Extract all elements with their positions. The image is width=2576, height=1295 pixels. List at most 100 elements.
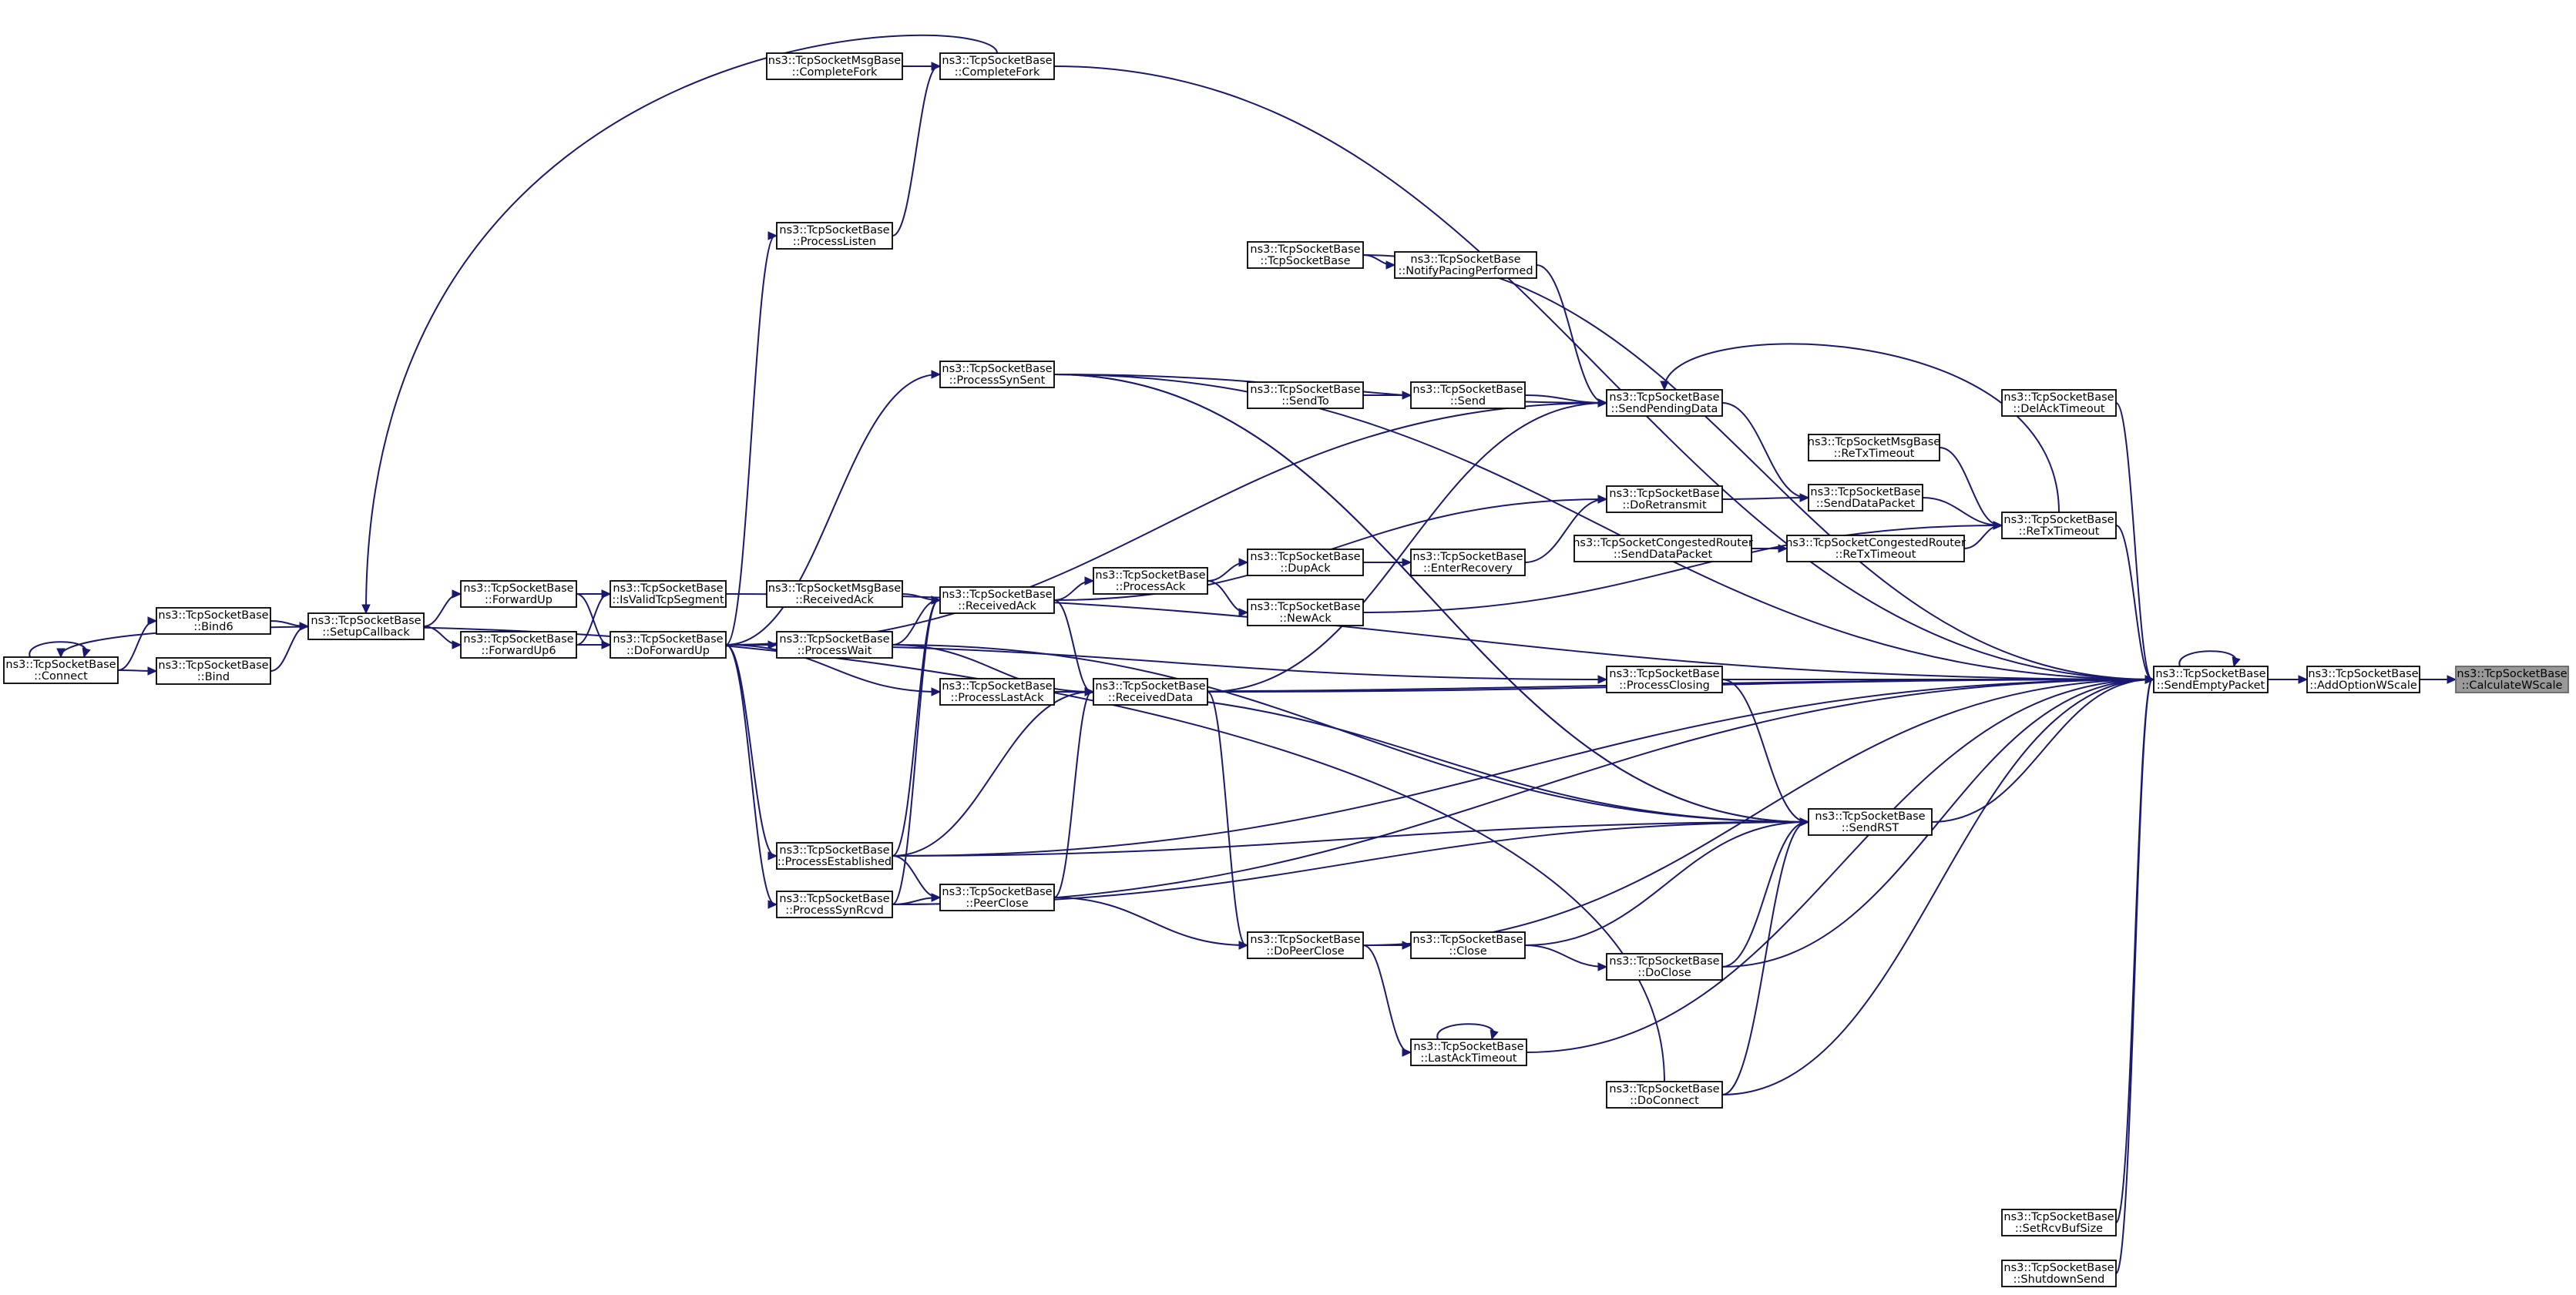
node-bind[interactable]: ns3::TcpSocketBase::Bind: [156, 657, 271, 685]
edge-setup-callback-to-forward-up: [423, 589, 462, 627]
node-label-method: ::DoForwardUp: [626, 645, 710, 657]
node-msg-received-ack[interactable]: ns3::TcpSocketMsgBase::ReceivedAck: [766, 580, 903, 608]
node-process-wait[interactable]: ns3::TcpSocketBase::ProcessWait: [776, 631, 893, 659]
node-forward-up6[interactable]: ns3::TcpSocketBase::ForwardUp6: [460, 631, 577, 659]
node-label-method: ::Bind: [197, 671, 230, 683]
node-calculate-wscale: ns3::TcpSocketBase::CalculateWScale: [2455, 666, 2569, 693]
node-do-forward-up[interactable]: ns3::TcpSocketBase::DoForwardUp: [610, 631, 727, 659]
node-process-syn-sent[interactable]: ns3::TcpSocketBase::ProcessSynSent: [939, 361, 1055, 388]
node-label-method: ::SendRST: [1842, 822, 1899, 834]
node-label-method: ::Connect: [34, 670, 88, 683]
edge-notify-pacing-to-send-pending-data: [1536, 264, 1608, 408]
edge-peer-close-to-received-data: [1053, 687, 1095, 898]
node-process-last-ack[interactable]: ns3::TcpSocketBase::ProcessLastAck: [939, 678, 1055, 706]
node-box: [1247, 241, 1364, 269]
node-bind6[interactable]: ns3::TcpSocketBase::Bind6: [156, 607, 271, 635]
edge-process-syn-sent-to-send-rst: [1053, 374, 1810, 827]
node-send-data-packet[interactable]: ns3::TcpSocketBase::SendDataPacket: [1808, 484, 1923, 512]
node-label-class: ns3::TcpSocketBase: [1609, 1083, 1719, 1095]
node-peer-close[interactable]: ns3::TcpSocketBase::PeerClose: [939, 884, 1055, 911]
node-box: [2001, 389, 2117, 417]
node-process-ack[interactable]: ns3::TcpSocketBase::ProcessAck: [1093, 567, 1208, 595]
node-do-connect[interactable]: ns3::TcpSocketBase::DoConnect: [1606, 1081, 1723, 1109]
node-complete-fork[interactable]: ns3::TcpSocketBase::CompleteFork: [939, 52, 1055, 80]
node-last-ack-timeout[interactable]: ns3::TcpSocketBase::LastAckTimeout: [1410, 1038, 1527, 1066]
edge-new-ack-to-re-tx-timeout: [1362, 521, 2003, 613]
edge-tcp-socket-base-ctor-to-send-empty-packet: [1362, 254, 2155, 684]
node-cong-send-data-packet[interactable]: ns3::TcpSocketCongestedRouter::SendDataP…: [1573, 535, 1753, 562]
node-box: [1394, 251, 1537, 279]
node-label-method: ::ProcessWait: [798, 645, 872, 657]
node-setup-callback[interactable]: ns3::TcpSocketBase::SetupCallback: [307, 612, 425, 640]
edge-do-forward-up-to-process-syn-rcvd: [725, 644, 778, 909]
node-box: [2001, 1209, 2117, 1236]
node-dup-ack[interactable]: ns3::TcpSocketBase::DupAck: [1247, 549, 1364, 576]
node-forward-up[interactable]: ns3::TcpSocketBase::ForwardUp: [460, 580, 577, 608]
edge-close-to-do-close: [1524, 944, 1608, 971]
node-label-class: ns3::TcpSocketBase: [1095, 569, 1205, 582]
node-is-valid-tcp-segment[interactable]: ns3::TcpSocketBase::IsValidTcpSegment: [610, 580, 727, 608]
node-re-tx-timeout[interactable]: ns3::TcpSocketBase::ReTxTimeout: [2001, 512, 2117, 539]
edge-send-empty-packet-to-send-empty-packet: [2178, 650, 2241, 668]
node-box: [610, 580, 727, 608]
node-label-class: ns3::TcpSocketBase: [1410, 253, 1520, 266]
edge-tcp-socket-base-ctor-to-notify-pacing: [1362, 254, 1396, 270]
node-do-retransmit[interactable]: ns3::TcpSocketBase::DoRetransmit: [1606, 485, 1723, 513]
node-label-class: ns3::TcpSocketBase: [942, 886, 1052, 898]
node-tcp-socket-base-ctor[interactable]: ns3::TcpSocketBase::TcpSocketBase: [1247, 241, 1364, 269]
node-do-peer-close[interactable]: ns3::TcpSocketBase::DoPeerClose: [1247, 931, 1364, 959]
node-label-class: ns3::TcpSocketBase: [1250, 601, 1360, 613]
node-label-class: ns3::TcpSocketBase: [779, 844, 889, 857]
node-close[interactable]: ns3::TcpSocketBase::Close: [1410, 931, 1526, 959]
node-label-class: ns3::TcpSocketBase: [158, 609, 268, 622]
node-box: [776, 222, 893, 250]
node-send-empty-packet[interactable]: ns3::TcpSocketBase::SendEmptyPacket: [2153, 666, 2269, 693]
edge-process-established-to-received-data: [892, 687, 1095, 857]
edge-do-forward-up-to-process-syn-sent: [725, 370, 942, 646]
node-label-class: ns3::TcpSocketBase: [1250, 243, 1360, 256]
node-label-method: ::DoRetransmit: [1622, 499, 1707, 512]
node-label-class: ns3::TcpSocketBase: [942, 55, 1052, 67]
node-box: [1606, 485, 1723, 513]
node-label-class: ns3::TcpSocketBase: [1815, 810, 1925, 823]
node-box: [1573, 535, 1752, 562]
node-process-syn-rcvd[interactable]: ns3::TcpSocketBase::ProcessSynRcvd: [776, 891, 893, 918]
node-label-class: ns3::TcpSocketBase: [2003, 1211, 2114, 1223]
node-add-option-wscale[interactable]: ns3::TcpSocketBase::AddOptionWScale: [2306, 666, 2420, 693]
node-label-class: ns3::TcpSocketBase: [2308, 668, 2418, 680]
node-new-ack[interactable]: ns3::TcpSocketBase::NewAck: [1247, 599, 1364, 626]
node-msg-re-tx-timeout[interactable]: ns3::TcpSocketMsgBase::ReTxTimeout: [1808, 434, 1941, 461]
edge-peer-close-to-do-peer-close: [1053, 897, 1249, 950]
node-label-method: ::TcpSocketBase: [1260, 255, 1350, 267]
node-msg-complete-fork[interactable]: ns3::TcpSocketMsgBase::CompleteFork: [766, 52, 903, 80]
node-received-ack[interactable]: ns3::TcpSocketBase::ReceivedAck: [939, 586, 1055, 614]
node-set-rcv-buf-size[interactable]: ns3::TcpSocketBase::SetRcvBufSize: [2001, 1209, 2117, 1236]
node-notify-pacing[interactable]: ns3::TcpSocketBase::NotifyPacingPerforme…: [1394, 251, 1537, 279]
node-label-method: ::ProcessEstablished: [778, 856, 892, 868]
node-send-pending-data[interactable]: ns3::TcpSocketBase::SendPendingData: [1606, 389, 1723, 417]
edge-do-connect-to-send-rst: [1721, 817, 1810, 1095]
node-send-rst[interactable]: ns3::TcpSocketBase::SendRST: [1808, 808, 1933, 836]
node-label-method: ::SendEmptyPacket: [2157, 679, 2265, 692]
node-shutdown-send[interactable]: ns3::TcpSocketBase::ShutdownSend: [2001, 1260, 2117, 1287]
node-box: [1808, 434, 1940, 461]
node-process-listen[interactable]: ns3::TcpSocketBase::ProcessListen: [776, 222, 893, 250]
node-del-ack-timeout[interactable]: ns3::TcpSocketBase::DelAckTimeout: [2001, 389, 2117, 417]
edge-complete-fork-to-setup-callback: [361, 34, 998, 615]
node-label-class: ns3::TcpSocketMsgBase: [768, 55, 902, 67]
node-process-closing[interactable]: ns3::TcpSocketBase::ProcessClosing: [1606, 666, 1723, 693]
node-box: [1410, 549, 1526, 576]
node-send[interactable]: ns3::TcpSocketBase::Send: [1410, 381, 1526, 409]
node-label-method: ::ReTxTimeout: [2019, 525, 2100, 538]
edge-do-peer-close-to-send-empty-packet: [1362, 675, 2155, 946]
node-connect[interactable]: ns3::TcpSocketBase::Connect: [3, 656, 119, 684]
node-do-close[interactable]: ns3::TcpSocketBase::DoClose: [1606, 953, 1723, 981]
node-received-data[interactable]: ns3::TcpSocketBase::ReceivedData: [1093, 678, 1208, 706]
node-enter-recovery[interactable]: ns3::TcpSocketBase::EnterRecovery: [1410, 549, 1526, 576]
node-cong-re-tx-timeout[interactable]: ns3::TcpSocketCongestedRouter::ReTxTimeo…: [1785, 535, 1966, 562]
node-box: [939, 678, 1055, 706]
node-box: [156, 607, 271, 635]
node-process-established[interactable]: ns3::TcpSocketBase::ProcessEstablished: [776, 842, 893, 870]
node-send-to[interactable]: ns3::TcpSocketBase::SendTo: [1247, 381, 1364, 409]
